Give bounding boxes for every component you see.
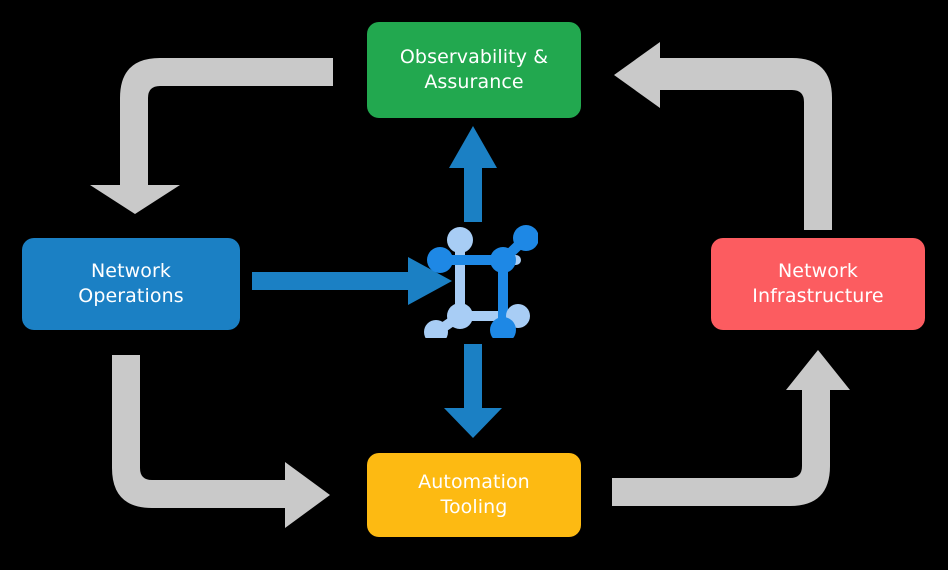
arrow-infrastructure-to-observability (614, 42, 832, 230)
node-observability-assurance[interactable]: Observability & Assurance (367, 22, 581, 118)
arrow-observability-to-operations (90, 58, 333, 214)
node-operations-label: Network Operations (78, 259, 184, 307)
node-network-infrastructure[interactable]: Network Infrastructure (711, 238, 925, 330)
arrow-hub-to-observability (449, 126, 497, 222)
node-automation-label: Automation Tooling (418, 470, 530, 518)
node-observability-label: Observability & Assurance (399, 45, 549, 93)
node-automation-tooling[interactable]: Automation Tooling (367, 453, 581, 537)
topology-dark-nodes (427, 225, 538, 338)
arrow-hub-to-automation (444, 344, 502, 438)
network-topology-icon (424, 225, 538, 338)
arrow-automation-to-infrastructure (612, 350, 850, 506)
arrow-operations-to-hub (252, 257, 452, 305)
arrow-operations-to-automation (112, 355, 330, 528)
node-infrastructure-label: Network Infrastructure (752, 259, 884, 307)
node-network-operations[interactable]: Network Operations (22, 238, 240, 330)
